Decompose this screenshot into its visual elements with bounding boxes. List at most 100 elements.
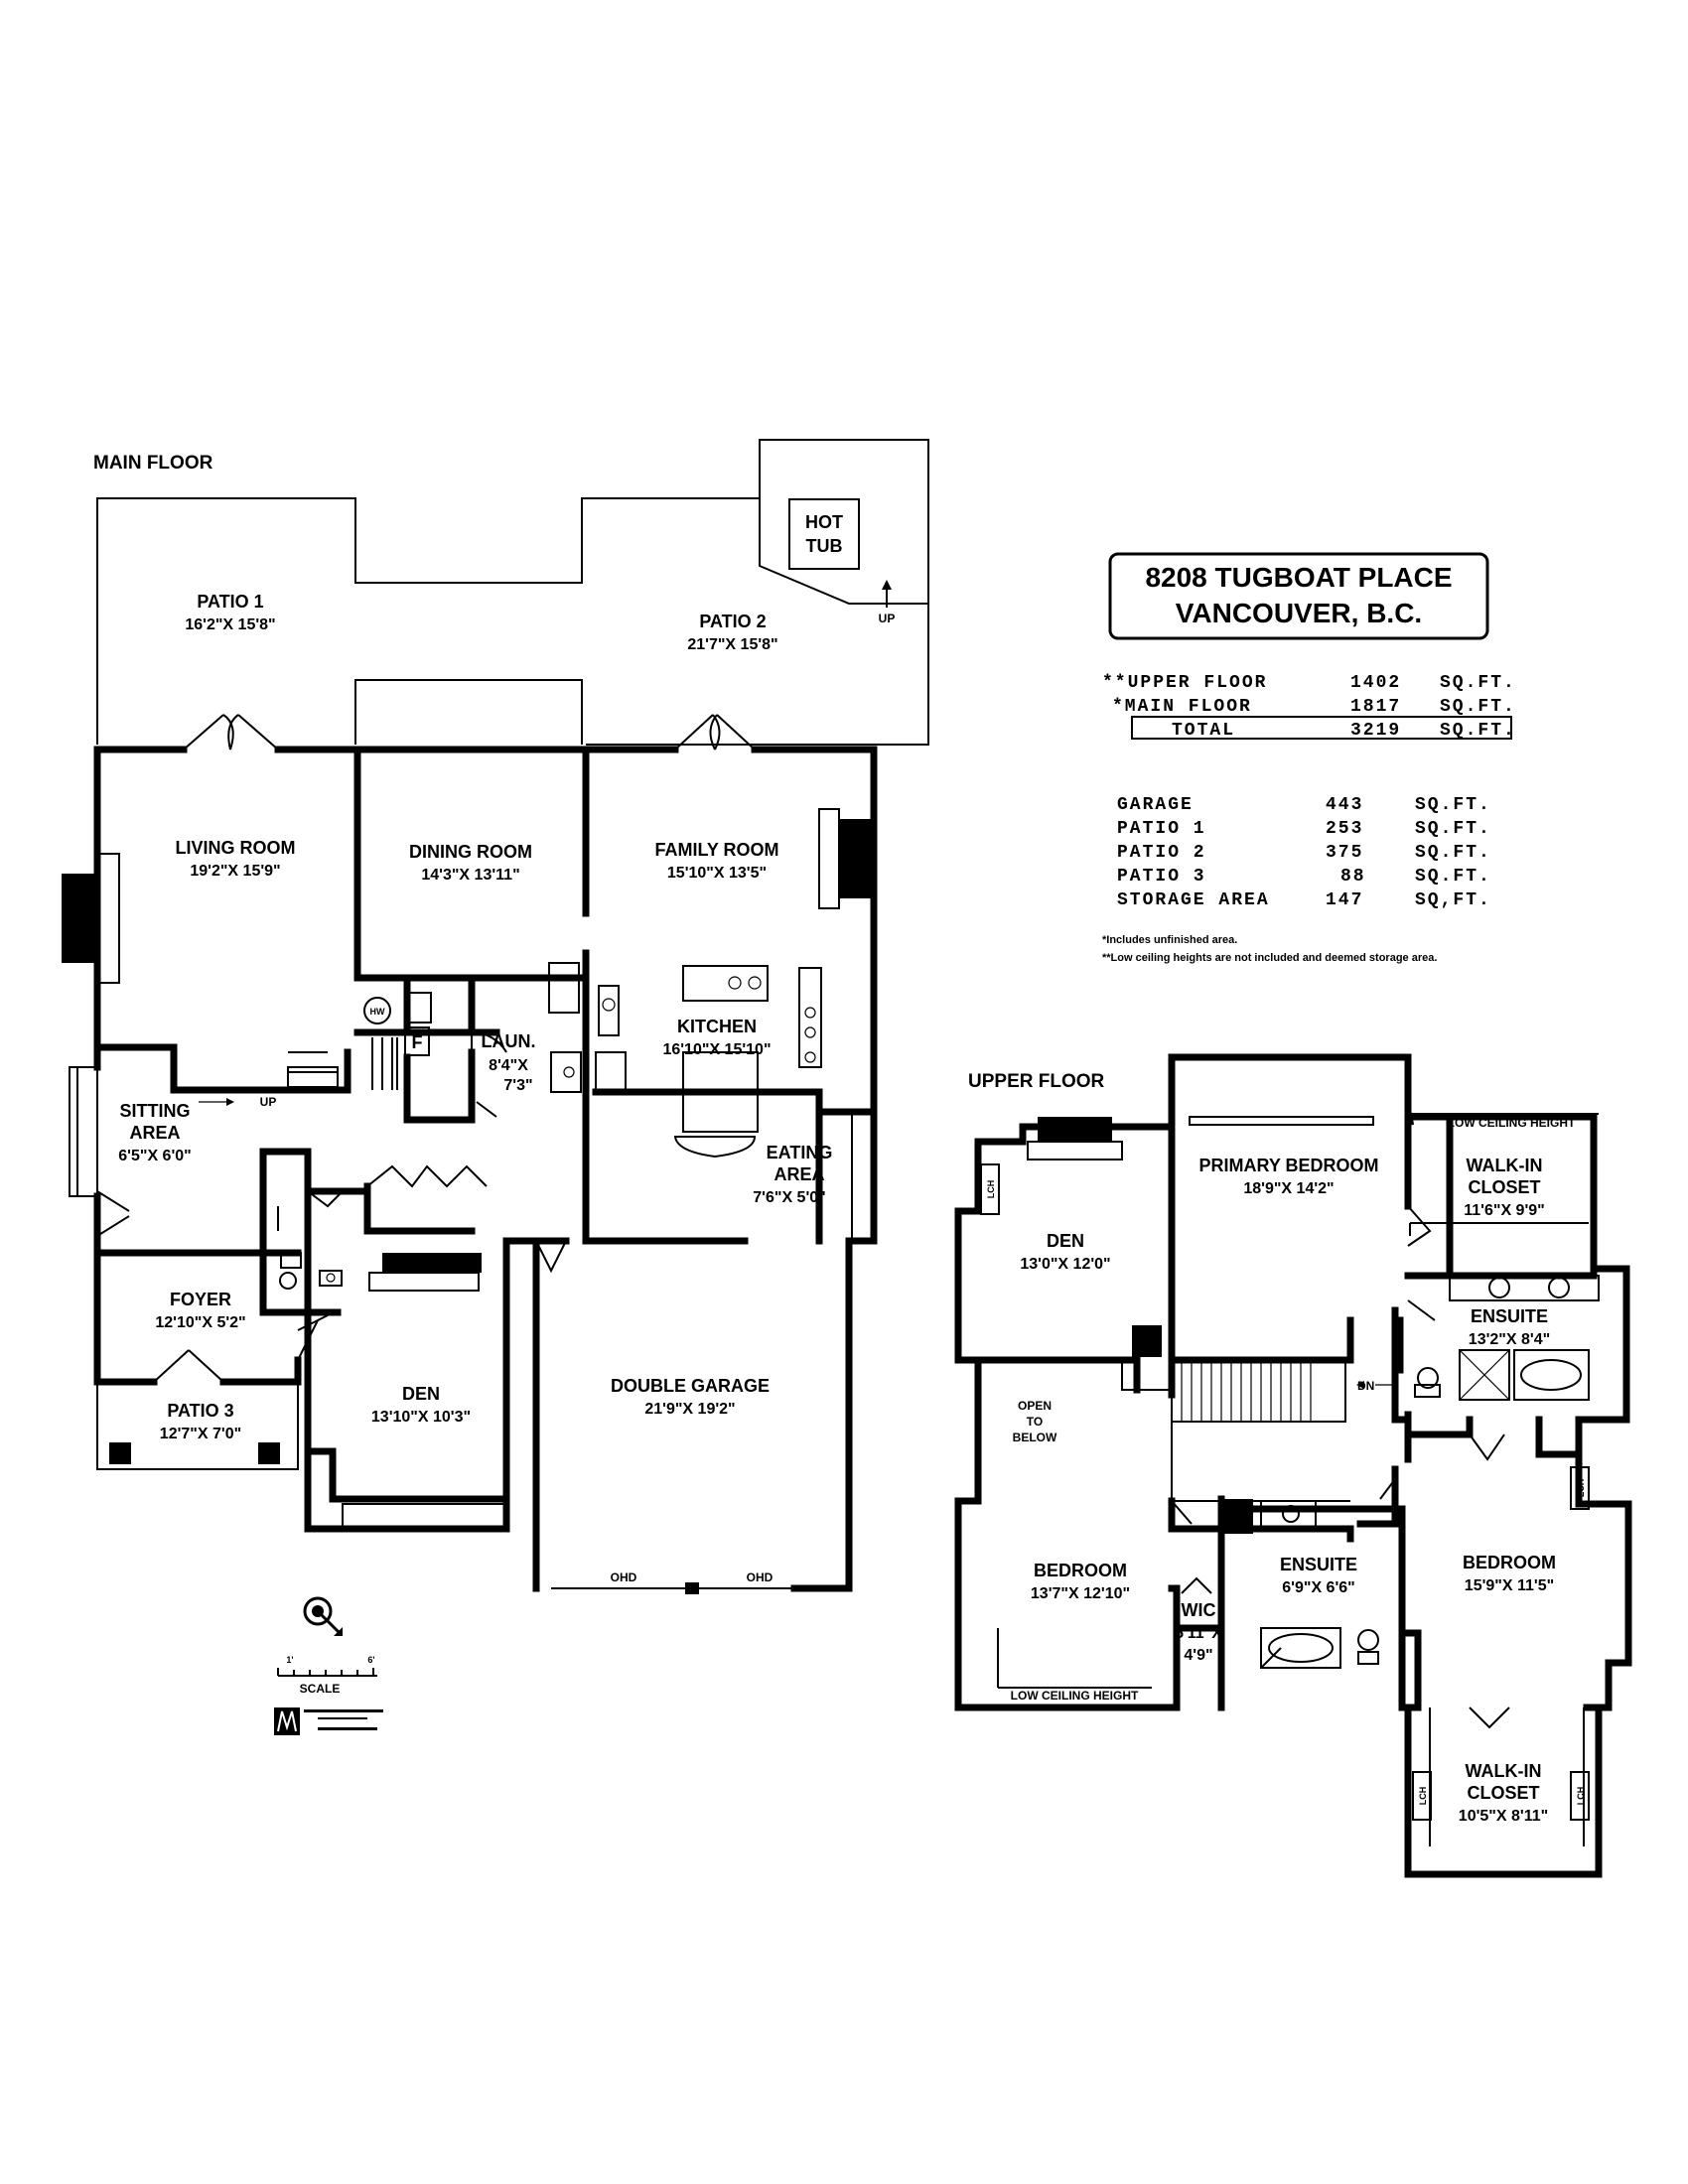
bedroom2-name: BEDROOM xyxy=(1463,1553,1556,1572)
hot-tub-label-1: HOT xyxy=(805,512,843,532)
kitchen-dim: 16'10"X 15'10" xyxy=(662,1041,771,1058)
address-box xyxy=(1108,552,1489,640)
garage-doors xyxy=(551,1582,834,1594)
f-label: F xyxy=(412,1032,423,1052)
ohd-label-left: OHD xyxy=(611,1570,637,1584)
main-floor-doors xyxy=(96,714,756,1383)
extra-row-label: GARAGE xyxy=(1117,795,1194,815)
laundry-dim-1: 8'4"X xyxy=(489,1057,528,1074)
walkin2-name-1: WALK-IN xyxy=(1466,1761,1542,1781)
primary-bedroom-dim: 18'9"X 14'2" xyxy=(1243,1180,1334,1197)
extra-row-unit: SQ.FT. xyxy=(1415,795,1491,815)
family-room-name: FAMILY ROOM xyxy=(654,840,778,860)
extra-row-unit: SQ.FT. xyxy=(1415,867,1491,887)
laundry-dim-2: 7'3" xyxy=(503,1077,532,1094)
extra-row-unit: SQ.FT. xyxy=(1415,819,1491,839)
patio-up-label: UP xyxy=(879,612,896,625)
walkin1-name-2: CLOSET xyxy=(1468,1177,1540,1197)
area-row-label: *MAIN FLOOR xyxy=(1112,697,1252,717)
sitting-name-1: SITTING xyxy=(120,1101,191,1121)
lch-label-closet-right: LCH xyxy=(1576,1787,1586,1806)
upper-den-dim: 13'0"X 12'0" xyxy=(1020,1256,1110,1273)
extra-row-unit: SQ,FT. xyxy=(1415,890,1491,910)
area-total-value: 3219 xyxy=(1350,721,1401,741)
living-room-dim: 19'2"X 15'9" xyxy=(190,863,280,880)
furnace xyxy=(404,1026,430,1056)
family-room-dim: 15'10"X 13'5" xyxy=(667,865,767,882)
wic-name: WIC xyxy=(1182,1600,1216,1620)
patio2-dim: 21'7"X 15'8" xyxy=(687,636,777,653)
dining-room-dim: 14'3"X 13'11" xyxy=(421,867,519,884)
den-name: DEN xyxy=(402,1384,440,1404)
main-floor-details xyxy=(62,808,875,1530)
area-summary: **UPPER FLOOR 1402 SQ.FT. *MAIN FLOOR 18… xyxy=(1102,673,1516,964)
upper-den-name: DEN xyxy=(1047,1231,1084,1251)
upper-floor-title: UPPER FLOOR xyxy=(968,1071,1105,1092)
kitchen-name: KITCHEN xyxy=(677,1017,757,1036)
sitting-name-2: AREA xyxy=(129,1123,180,1143)
eating-name-1: EATING xyxy=(767,1143,833,1162)
bedroom2-dim: 15'9"X 11'5" xyxy=(1465,1577,1554,1594)
patio1-name: PATIO 1 xyxy=(197,592,263,612)
scale-bar xyxy=(277,1668,377,1677)
garage-name: DOUBLE GARAGE xyxy=(611,1376,770,1396)
extra-row-value: 375 xyxy=(1326,843,1363,863)
hot-tub xyxy=(788,498,860,570)
area-note-2: **Low ceiling heights are not included a… xyxy=(1102,952,1437,964)
ensuite1-name: ENSUITE xyxy=(1471,1306,1548,1326)
ohd-label-right: OHD xyxy=(747,1570,774,1584)
scale-right-label: 6' xyxy=(367,1655,374,1665)
stairs xyxy=(1171,1361,1346,1423)
upper-floor-details xyxy=(980,1113,1600,1846)
lch-label-bedroom: LCH xyxy=(1576,1479,1586,1498)
open-to-below-3: BELOW xyxy=(1013,1431,1057,1444)
stair-dn-label: DN xyxy=(1357,1379,1374,1393)
extra-row-unit: SQ.FT. xyxy=(1415,843,1491,863)
main-floor-title: MAIN FLOOR xyxy=(93,453,213,474)
area-row-value: 1817 xyxy=(1350,697,1401,717)
walkin2-name-2: CLOSET xyxy=(1467,1783,1539,1803)
scale-left-label: 1' xyxy=(286,1655,293,1665)
walkin1-name-1: WALK-IN xyxy=(1467,1156,1543,1175)
dining-room-name: DINING ROOM xyxy=(409,842,532,862)
extra-row-value: 147 xyxy=(1326,890,1363,910)
upper-floor-doors xyxy=(1171,1205,1510,1729)
bedroom1-dim: 13'7"X 12'10" xyxy=(1031,1585,1130,1602)
sitting-dim: 6'5"X 6'0" xyxy=(118,1148,192,1164)
extra-row-label: PATIO 3 xyxy=(1117,867,1206,887)
company-logo xyxy=(274,1707,383,1735)
extra-row-label: PATIO 1 xyxy=(1117,819,1206,839)
open-to-below-1: OPEN xyxy=(1018,1399,1052,1413)
eating-dim: 7'6"X 5'0" xyxy=(753,1189,826,1206)
open-to-below-2: TO xyxy=(1027,1415,1043,1429)
walkin2-dim: 10'5"X 8'11" xyxy=(1459,1808,1548,1825)
lch-label-closet-left: LCH xyxy=(1418,1787,1428,1806)
hw-label: HW xyxy=(370,1007,385,1017)
eating-name-2: AREA xyxy=(774,1164,824,1184)
wic-dim-1: 5'11"X xyxy=(1175,1625,1222,1642)
stair-up-label: UP xyxy=(260,1095,277,1109)
low-ceiling-label-bottom: LOW CEILING HEIGHT xyxy=(1011,1689,1139,1703)
area-row-unit: SQ.FT. xyxy=(1440,673,1516,693)
primary-bedroom-name: PRIMARY BEDROOM xyxy=(1198,1156,1378,1175)
area-row-unit: SQ.FT. xyxy=(1440,697,1516,717)
foyer-name: FOYER xyxy=(170,1290,231,1309)
area-row-value: 1402 xyxy=(1350,673,1401,693)
foyer-dim: 12'10"X 5'2" xyxy=(155,1314,245,1331)
bedroom1-name: BEDROOM xyxy=(1034,1561,1127,1580)
address-line-2: VANCOUVER, B.C. xyxy=(1176,598,1422,628)
area-total-unit: SQ.FT. xyxy=(1440,721,1516,741)
scale-label: SCALE xyxy=(300,1682,341,1696)
extra-row-label: STORAGE AREA xyxy=(1117,890,1270,910)
patio3-dim: 12'7"X 7'0" xyxy=(160,1426,241,1442)
living-room-name: LIVING ROOM xyxy=(176,838,296,858)
patio1-dim: 16'2"X 15'8" xyxy=(185,616,275,633)
extra-row-value: 253 xyxy=(1326,819,1363,839)
extra-row-value: 88 xyxy=(1340,867,1366,887)
ensuite1-dim: 13'2"X 8'4" xyxy=(1469,1331,1550,1348)
hot-tub-label-2: TUB xyxy=(806,536,843,556)
extra-row-label: PATIO 2 xyxy=(1117,843,1206,863)
garage-dim: 21'9"X 19'2" xyxy=(644,1401,735,1418)
north-arrow-icon xyxy=(303,1596,343,1636)
